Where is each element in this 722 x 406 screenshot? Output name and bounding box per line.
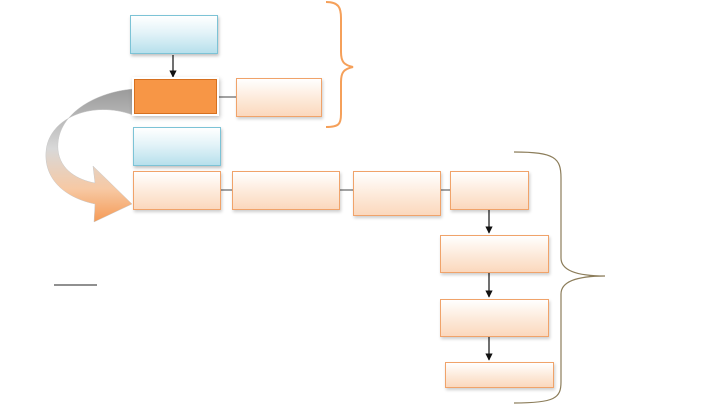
row-box-1 [133, 171, 221, 210]
curved-arrow-icon [45, 88, 134, 223]
olive-brace-icon [513, 151, 606, 404]
col-box-2 [440, 299, 549, 337]
blue-mid-box [133, 127, 221, 166]
peach-side-box [236, 78, 322, 117]
col-box-3 [445, 362, 554, 388]
row-box-4 [450, 171, 529, 210]
orange-brace-icon [325, 1, 354, 128]
orange-box [134, 79, 217, 114]
row-box-3 [353, 171, 441, 216]
blue-top-box [130, 15, 218, 54]
col-box-1 [440, 235, 549, 273]
row-box-2 [232, 171, 340, 210]
